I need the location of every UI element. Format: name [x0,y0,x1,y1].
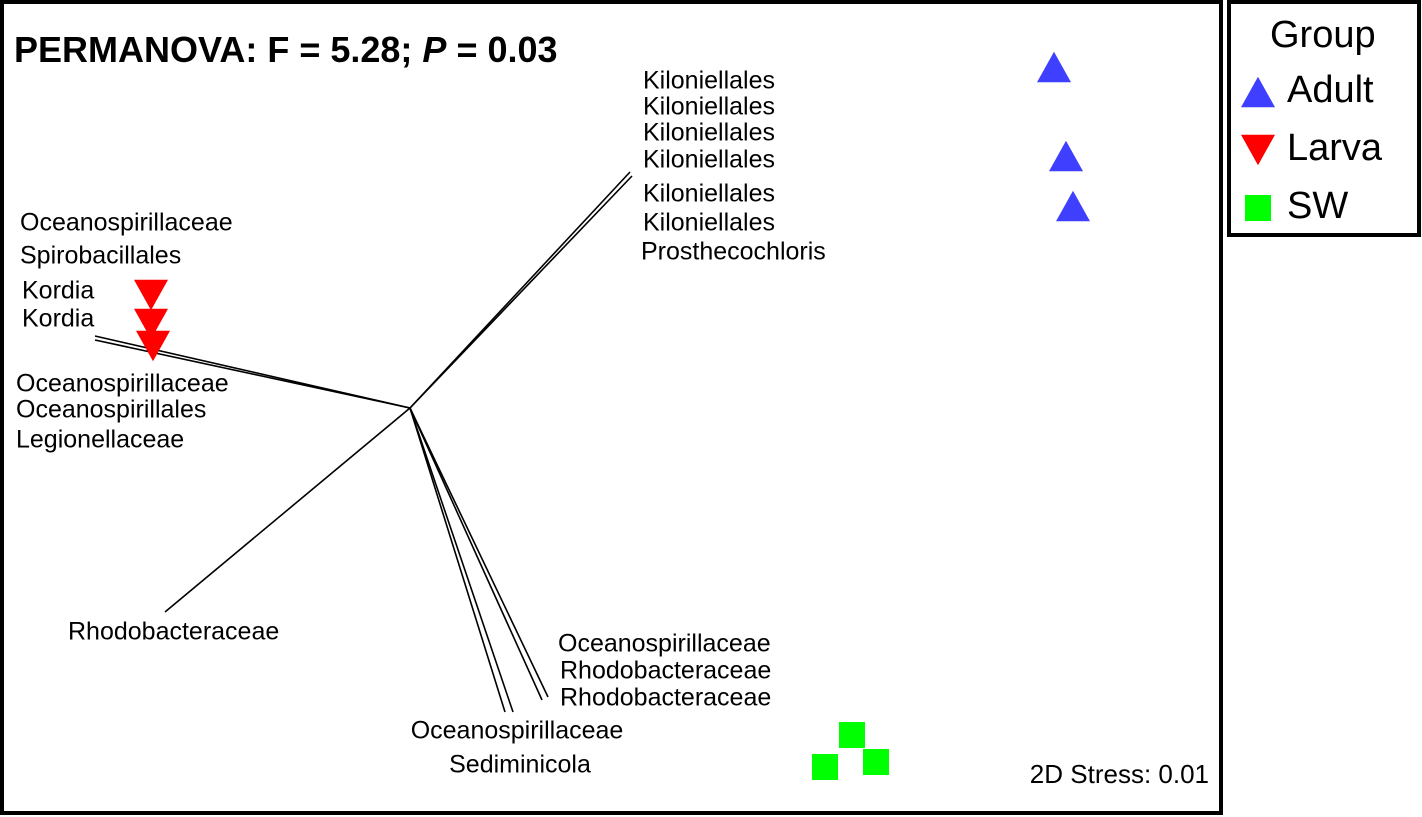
point-sw [839,722,865,748]
legend-marker-sw [1245,195,1271,221]
point-larva [134,279,168,311]
taxon-label: Kiloniellales [643,209,775,237]
legend-label-larva: Larva [1287,127,1383,169]
legend-title: Group [1270,14,1376,56]
taxon-label: Kordia [22,305,94,333]
taxon-vector [409,175,633,409]
taxon-label: Kiloniellales [643,146,775,174]
taxon-label: Legionellaceae [16,426,184,454]
point-adult [1037,51,1071,83]
taxon-label: Kiloniellales [643,180,775,208]
legend-label-adult: Adult [1287,69,1374,111]
taxon-vector [164,407,411,613]
taxon-label: Rhodobacteraceae [560,657,771,685]
point-adult [1056,190,1090,222]
taxon-label: Oceanospirillaceae [16,370,229,398]
taxon-label: Prosthecochloris [641,238,826,266]
taxon-label: Oceanospirillales [16,396,206,424]
taxon-vector [409,407,549,698]
taxa-labels: KiloniellalesKiloniellalesKiloniellalesK… [16,67,826,779]
point-larva [136,330,170,362]
p-suffix: = 0.03 [446,29,557,70]
taxon-label: Kiloniellales [643,119,775,147]
taxon-label: Spirobacillales [20,242,181,270]
taxon-vector [409,407,506,713]
point-sw [812,754,838,780]
permanova-prefix: PERMANOVA: F = 5.28; [14,29,422,70]
taxon-label: Kiloniellales [643,93,775,121]
taxon-label: Sediminicola [449,751,591,779]
stress-label: 2D Stress: 0.01 [1030,759,1209,789]
taxa-vectors [94,171,633,713]
point-sw [863,749,889,775]
taxon-label: Oceanospirillaceae [411,717,624,745]
sample-points [134,51,1090,780]
point-larva [134,308,168,340]
plot-frame [0,0,1223,815]
taxon-label: Oceanospirillaceae [558,630,771,658]
legend-marker-larva [1241,134,1275,166]
permanova-title: PERMANOVA: F = 5.28; P = 0.03 [14,29,558,70]
taxon-label: Rhodobacteraceae [560,684,771,712]
taxon-label: Rhodobacteraceae [68,618,279,646]
taxon-label: Kordia [22,277,94,305]
taxon-vector [409,407,514,713]
p-symbol: P [422,29,447,70]
legend-marker-adult [1241,76,1275,108]
legend-label-sw: SW [1287,185,1348,227]
point-adult [1049,140,1083,172]
taxon-label: Oceanospirillaceae [20,209,233,237]
taxon-label: Kiloniellales [643,67,775,95]
taxon-vector [409,407,543,701]
